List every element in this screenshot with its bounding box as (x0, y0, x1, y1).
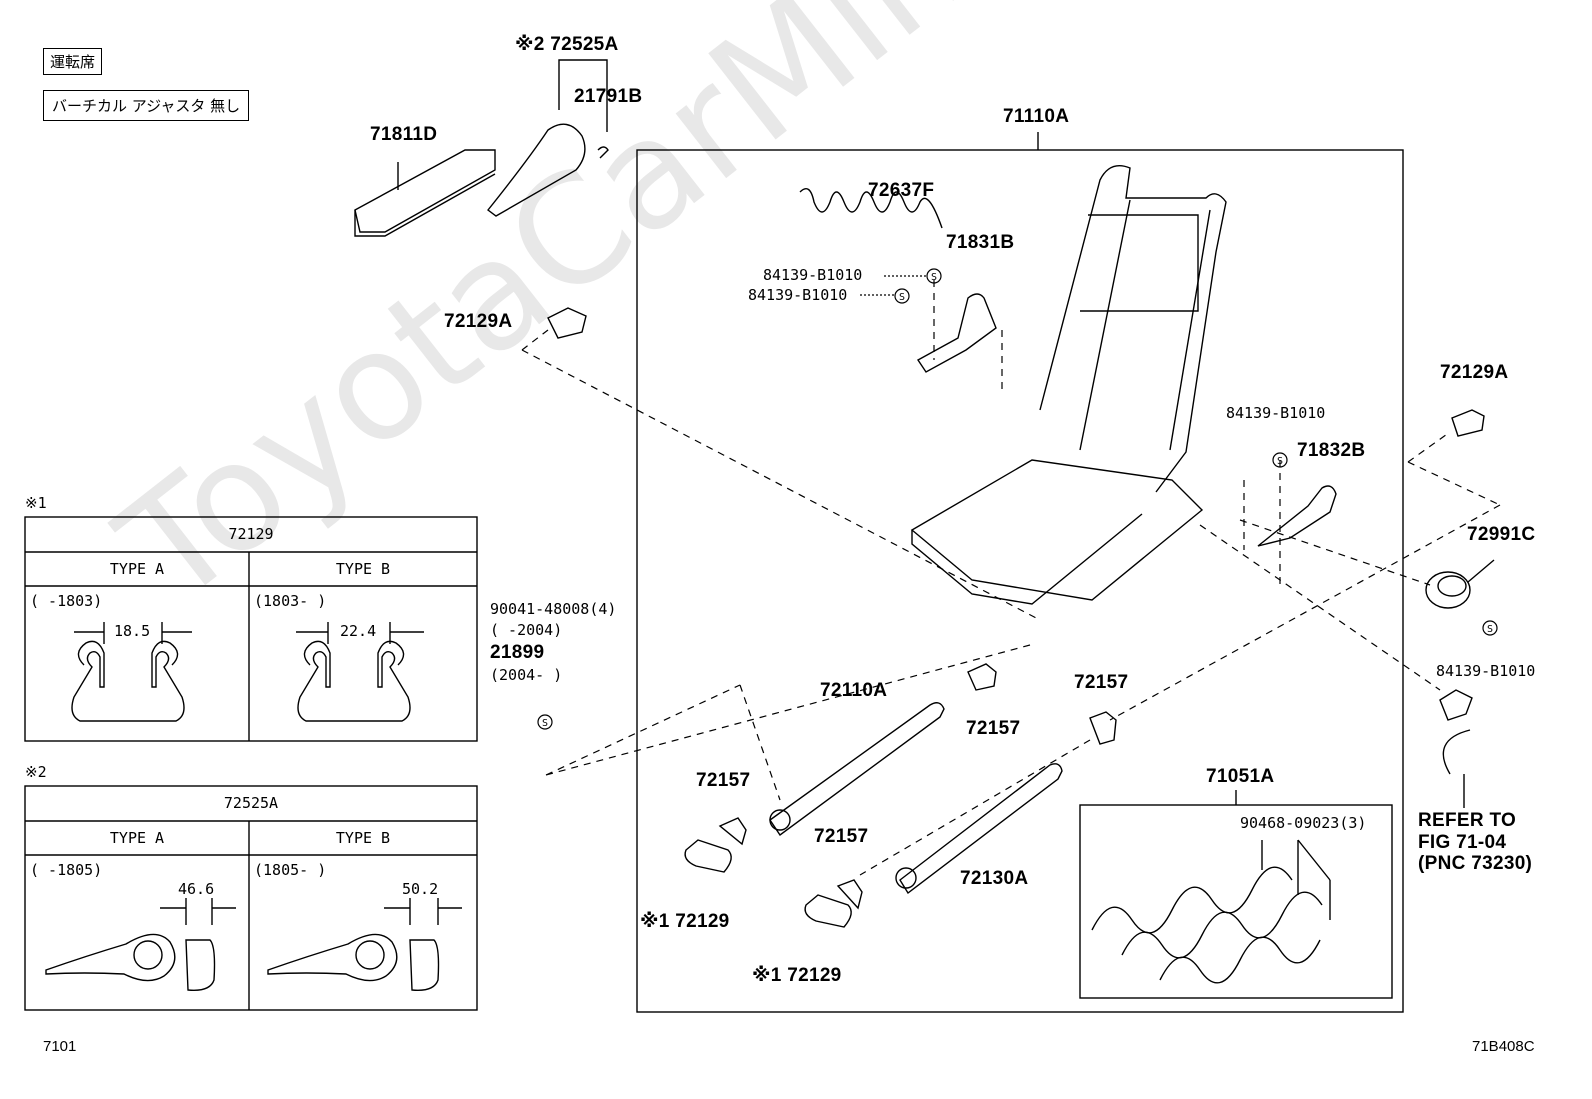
svg-text:S: S (931, 272, 937, 283)
refer-to-line3: (PNC 73230) (1418, 853, 1533, 874)
part-71051A[interactable]: 71051A (1206, 766, 1275, 787)
diagram-code: 71B408C (1472, 1038, 1535, 1055)
table1-dim-a: 18.5 (114, 622, 151, 640)
table1-mark: ※1 (25, 494, 47, 512)
part-71831B[interactable]: 71831B (946, 232, 1015, 253)
part-21899-range: (2004- ) (490, 666, 563, 684)
part-71110A[interactable]: 71110A (1003, 106, 1070, 127)
part-72129A-left[interactable]: 72129A (444, 311, 513, 332)
table1-range-a: ( -1803) (30, 592, 103, 610)
table1-title: 72129 (228, 525, 274, 543)
table2-col-b: TYPE B (335, 829, 391, 847)
svg-text:S: S (542, 718, 548, 729)
part-90041-range: ( -2004) (490, 621, 563, 639)
part-72157-c[interactable]: 72157 (696, 770, 751, 791)
part-72129-type-2[interactable]: ※1 72129 (752, 965, 842, 986)
part-84139-b1010-b[interactable]: 84139-B1010 (748, 286, 848, 304)
part-72110A[interactable]: 72110A (820, 680, 888, 701)
table2-range-a: ( -1805) (30, 861, 103, 879)
table2-dim-a: 46.6 (178, 880, 215, 898)
part-90041-48008[interactable]: 90041-48008(4) (490, 600, 617, 618)
svg-text:S: S (899, 292, 905, 303)
option-tag: バーチカル アジャスタ 無し (43, 90, 250, 121)
refer-to-line1: REFER TO (1418, 810, 1517, 831)
part-71832B[interactable]: 71832B (1297, 440, 1366, 461)
table2-title: 72525A (223, 794, 279, 812)
table1-col-a: TYPE A (109, 560, 165, 578)
table1-range-b: (1803- ) (254, 592, 327, 610)
part-72129A-right[interactable]: 72129A (1440, 362, 1509, 383)
part-72991C[interactable]: 72991C (1467, 524, 1536, 545)
table1-col-b: TYPE B (335, 560, 391, 578)
table2-dim-b: 50.2 (402, 880, 439, 898)
page-number: 7101 (43, 1038, 77, 1055)
table2-frame (24, 785, 478, 1011)
part-72157-a[interactable]: 72157 (966, 718, 1021, 739)
table2-mark: ※2 (25, 763, 47, 781)
table2-col-a: TYPE A (109, 829, 165, 847)
refer-to-line2: FIG 71-04 (1418, 832, 1507, 853)
part-72157-d[interactable]: 72157 (814, 826, 869, 847)
table1-dim-b: 22.4 (340, 622, 377, 640)
part-84139-b1010-c[interactable]: 84139-B1010 (1226, 404, 1326, 422)
part-72130A[interactable]: 72130A (960, 868, 1029, 889)
svg-text:S: S (1277, 456, 1283, 467)
table2-range-b: (1805- ) (254, 861, 327, 879)
part-90468-09023[interactable]: 90468-09023(3) (1240, 814, 1367, 832)
part-72525A[interactable]: ※2 72525A (515, 34, 619, 55)
assembly-frame-box (636, 149, 1404, 1013)
table1-frame (24, 516, 478, 742)
part-21899[interactable]: 21899 (490, 642, 545, 663)
part-84139-b1010-a[interactable]: 84139-B1010 (763, 266, 863, 284)
part-72129-type-1[interactable]: ※1 72129 (640, 911, 730, 932)
part-71811D[interactable]: 71811D (370, 124, 438, 145)
part-21791B[interactable]: 21791B (574, 86, 643, 107)
part-84139-b1010-d[interactable]: 84139-B1010 (1436, 662, 1536, 680)
part-72157-b[interactable]: 72157 (1074, 672, 1129, 693)
spring-kit-box (1079, 804, 1393, 999)
part-72637F[interactable]: 72637F (868, 180, 935, 201)
svg-text:S: S (1487, 624, 1493, 635)
seat-position-tag: 運転席 (43, 48, 103, 75)
